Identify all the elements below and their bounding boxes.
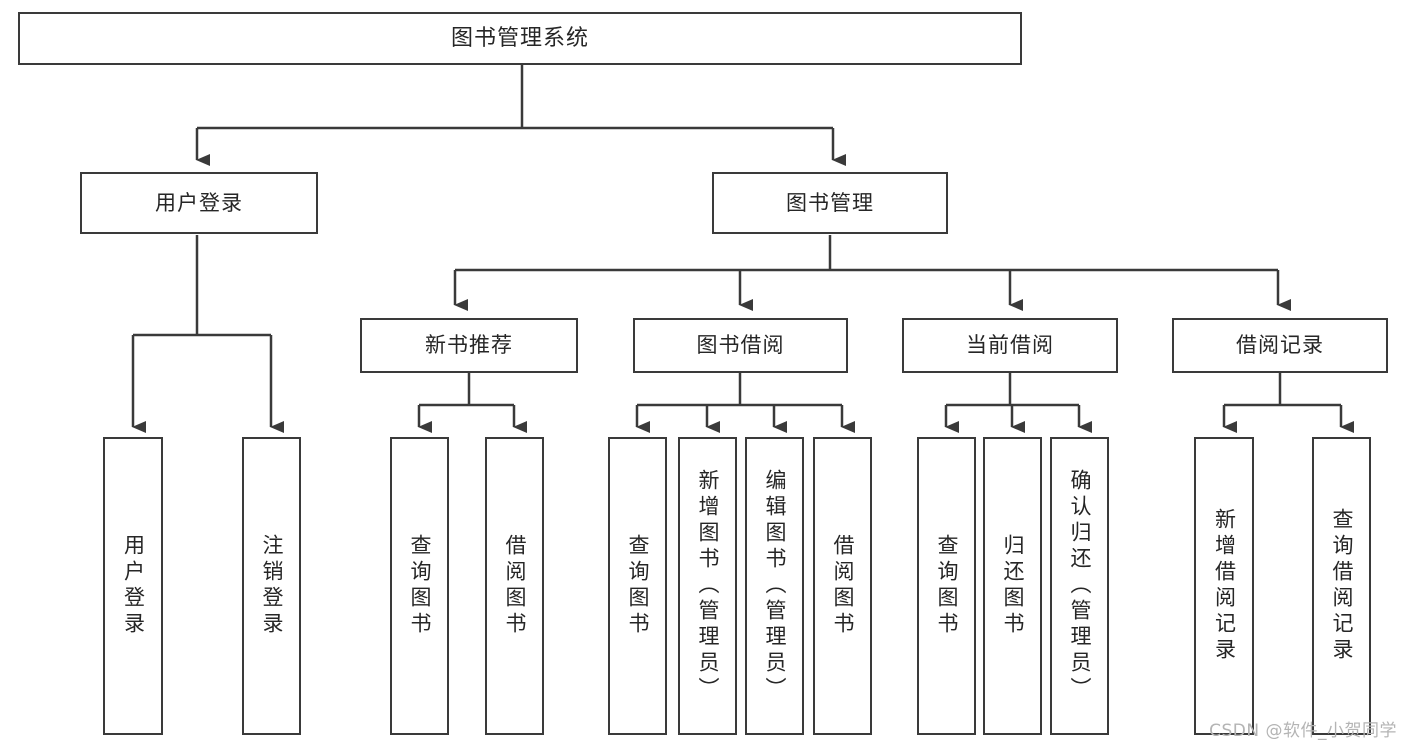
node-user-login-label: 用户登录 — [155, 190, 243, 215]
node-leaf-query-book-2[interactable]: 查询图书 — [608, 437, 667, 735]
node-new-book-recommend[interactable]: 新书推荐 — [360, 318, 578, 373]
watermark-text: CSDN @软件_小贺同学 — [1209, 721, 1397, 741]
node-leaf-borrow-book-1-label: 借阅图书 — [503, 534, 527, 638]
node-leaf-query-record-label: 查询借阅记录 — [1330, 508, 1354, 664]
node-leaf-confirm-return[interactable]: 确认归还（管理员） — [1050, 437, 1109, 735]
node-leaf-query-record[interactable]: 查询借阅记录 — [1312, 437, 1371, 735]
node-root-label: 图书管理系统 — [450, 25, 589, 51]
node-new-book-recommend-label: 新书推荐 — [425, 333, 513, 357]
node-leaf-add-record-label: 新增借阅记录 — [1212, 508, 1237, 664]
node-leaf-add-book-label: 新增图书（管理员） — [696, 469, 720, 703]
node-leaf-add-book[interactable]: 新增图书（管理员） — [678, 437, 737, 735]
node-leaf-edit-book-label: 编辑图书（管理员） — [763, 469, 787, 703]
node-leaf-user-login-label: 用户登录 — [121, 534, 146, 638]
node-leaf-user-login[interactable]: 用户登录 — [103, 437, 163, 735]
node-book-management-label: 图书管理 — [786, 190, 874, 215]
node-user-login[interactable]: 用户登录 — [80, 172, 318, 234]
node-leaf-return-book-label: 归还图书 — [1001, 534, 1025, 638]
node-leaf-borrow-book-2[interactable]: 借阅图书 — [813, 437, 872, 735]
node-leaf-edit-book[interactable]: 编辑图书（管理员） — [745, 437, 804, 735]
node-borrow-record-label: 借阅记录 — [1236, 333, 1324, 357]
node-leaf-logout[interactable]: 注销登录 — [242, 437, 301, 735]
node-leaf-borrow-book-2-label: 借阅图书 — [831, 534, 855, 638]
node-leaf-query-book-3[interactable]: 查询图书 — [917, 437, 976, 735]
node-leaf-query-book-3-label: 查询图书 — [935, 534, 959, 638]
node-current-borrow-label: 当前借阅 — [966, 333, 1054, 357]
node-current-borrow[interactable]: 当前借阅 — [902, 318, 1118, 373]
node-book-borrow[interactable]: 图书借阅 — [633, 318, 848, 373]
node-book-management[interactable]: 图书管理 — [712, 172, 948, 234]
node-leaf-return-book[interactable]: 归还图书 — [983, 437, 1042, 735]
node-book-borrow-label: 图书借阅 — [696, 333, 785, 357]
node-leaf-query-book-2-label: 查询图书 — [626, 534, 650, 638]
node-leaf-add-record[interactable]: 新增借阅记录 — [1194, 437, 1254, 735]
node-root[interactable]: 图书管理系统 — [18, 12, 1022, 65]
node-borrow-record[interactable]: 借阅记录 — [1172, 318, 1388, 373]
node-leaf-query-book-1-label: 查询图书 — [408, 534, 432, 638]
node-leaf-borrow-book-1[interactable]: 借阅图书 — [485, 437, 544, 735]
node-leaf-confirm-return-label: 确认归还（管理员） — [1068, 469, 1092, 703]
node-leaf-query-book-1[interactable]: 查询图书 — [390, 437, 449, 735]
node-leaf-logout-label: 注销登录 — [260, 534, 284, 638]
